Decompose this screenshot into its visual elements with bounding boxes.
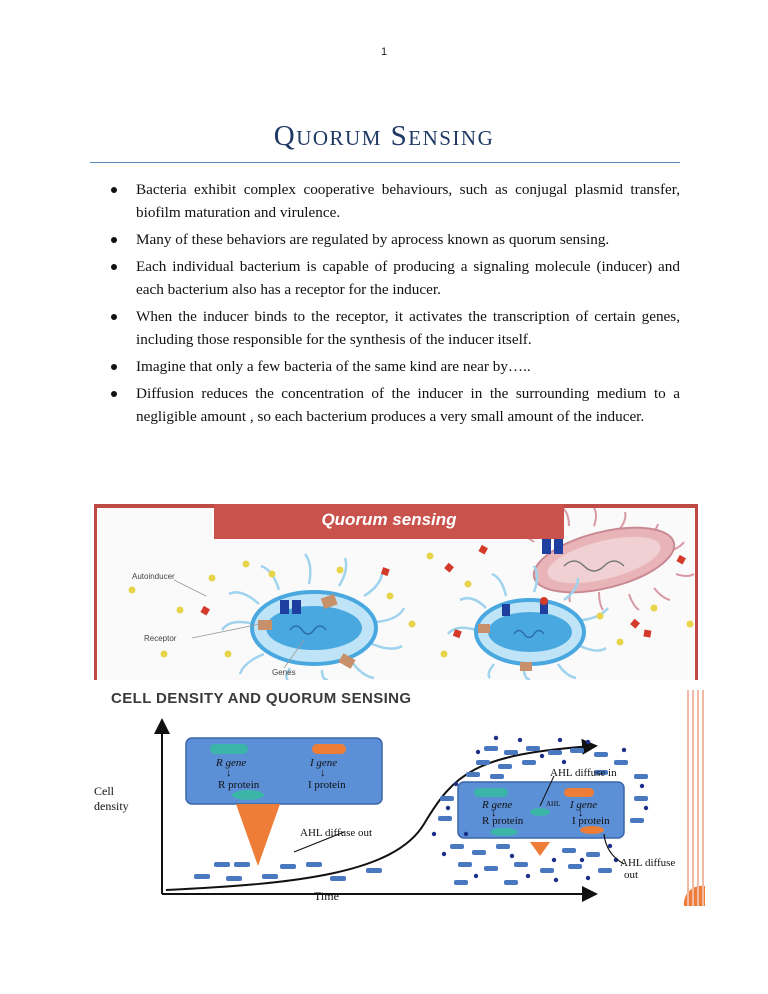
- cell-box: [185, 737, 383, 805]
- autoinducer-dots: [128, 552, 694, 658]
- i-gene-label: I gene: [309, 757, 337, 769]
- ahl-small-label: AHL: [546, 800, 560, 808]
- r-gene-label: R gene: [481, 799, 512, 811]
- ahl-dots: [431, 735, 649, 883]
- receptor-icon: [554, 538, 563, 554]
- genes-label: Genes: [272, 668, 296, 677]
- r-gene-label: R gene: [215, 757, 246, 769]
- diagram-graphics: R gene I gene ↓ ↓ R protein I protein AH…: [154, 718, 705, 906]
- bullet-list: Bacteria exhibit complex cooperative beh…: [107, 178, 680, 432]
- figure-left-border: [94, 504, 97, 680]
- bullet-text: Imagine that only a few bacteria of the …: [136, 358, 531, 375]
- i-gene-label: I gene: [569, 799, 597, 811]
- i-gene-block: [312, 744, 346, 754]
- cell-density-diagram: CELL DENSITY AND QUORUM SENSING Cell den…: [94, 684, 705, 906]
- i-arrow: ↓: [578, 807, 584, 819]
- figure-banner: Quorum sensing: [214, 504, 564, 539]
- bullet-item: Many of these behaviors are regulated by…: [107, 228, 680, 251]
- i-protein-label: I protein: [572, 815, 610, 827]
- title-uorum: UORUM: [296, 126, 382, 150]
- bullet-item: Bacteria exhibit complex cooperative beh…: [107, 178, 680, 224]
- bullet-text: Bacteria exhibit complex cooperative beh…: [136, 181, 680, 221]
- right-blue-bacterium: [447, 565, 609, 680]
- page-title: QUORUM SENSING: [0, 120, 768, 153]
- i-gene-block: [564, 788, 594, 797]
- x-axis-label: Time: [314, 889, 339, 903]
- ahl-diffuse-in-label: AHL diffuse in: [550, 767, 617, 779]
- receptor-icon: [542, 538, 551, 554]
- bullet-text: When the inducer binds to the receptor, …: [136, 308, 680, 348]
- quorum-sensing-illustration: Quorum sensing Autoinducer Receptor Gene…: [94, 504, 698, 680]
- title-underline: [90, 162, 680, 163]
- ahl-out-right-pointer: [603, 833, 625, 865]
- r-protein-label: R protein: [482, 815, 524, 827]
- r-protein-icon: [232, 790, 264, 800]
- i-protein-label: I protein: [308, 779, 346, 791]
- high-density-cell: [457, 781, 625, 856]
- title-q: Q: [273, 120, 297, 152]
- label-pointer-lines: [173, 579, 305, 669]
- high-density-bacteria: [438, 746, 648, 885]
- bullet-dot-icon: [111, 264, 117, 270]
- i-arrow: ↓: [320, 767, 326, 779]
- receptor-label: Receptor: [144, 634, 177, 643]
- r-arrow: ↓: [491, 807, 497, 819]
- ahl-arrow-icon: [236, 804, 280, 866]
- left-blue-bacterium: [220, 553, 406, 680]
- corner-decoration: [683, 885, 705, 906]
- inducer-squares: [200, 544, 686, 639]
- bullet-text: Each individual bacterium is capable of …: [136, 258, 680, 298]
- low-density-cell: [185, 737, 383, 866]
- page-number: 1: [380, 46, 388, 58]
- bullet-dot-icon: [111, 314, 117, 320]
- growth-curve: [165, 738, 598, 891]
- ahl-out-pointer: [293, 831, 345, 853]
- r-gene-block: [210, 744, 248, 754]
- y-label-line2: density: [94, 799, 129, 813]
- bullet-item: When the inducer binds to the receptor, …: [107, 305, 680, 351]
- bullet-item: Diffusion reduces the concentration of t…: [107, 382, 680, 428]
- title-ensing: ENSING: [408, 126, 495, 150]
- ahl-arrow-icon: [530, 842, 550, 856]
- bullet-dot-icon: [111, 364, 117, 370]
- r-gene-block: [474, 788, 508, 797]
- ahl-diffuse-out-left: AHL diffuse out: [300, 827, 372, 839]
- i-protein-icon: [580, 826, 604, 834]
- title-s: S: [390, 120, 409, 152]
- bullet-dot-icon: [111, 237, 117, 243]
- ahl-diffuse-out-right-1: AHL diffuse: [620, 857, 675, 869]
- bullet-text: Many of these behaviors are regulated by…: [136, 231, 610, 248]
- bacteria-illustration: [128, 507, 695, 680]
- bullet-item: Imagine that only a few bacteria of the …: [107, 355, 680, 378]
- low-density-bacteria: [194, 862, 382, 881]
- autoinducer-label: Autoinducer: [132, 572, 175, 581]
- ahl-in-pointer: [539, 775, 555, 807]
- y-axis-label: Cell density: [94, 784, 129, 814]
- bullet-item: Each individual bacterium is capable of …: [107, 255, 680, 301]
- r-protein-icon: [490, 828, 518, 836]
- r-arrow: ↓: [226, 767, 232, 779]
- bullet-text: Diffusion reduces the concentration of t…: [136, 385, 680, 425]
- decorative-side-lines: [687, 690, 705, 906]
- y-label-line1: Cell: [94, 784, 114, 798]
- ahl-complex-icon: [530, 808, 550, 816]
- r-protein-label: R protein: [218, 779, 260, 791]
- diagram-title: CELL DENSITY AND QUORUM SENSING: [111, 690, 412, 707]
- bullet-dot-icon: [111, 187, 117, 193]
- bullet-dot-icon: [111, 391, 117, 397]
- ahl-diffuse-out-right-2: out: [624, 869, 638, 881]
- figure-right-border: [695, 504, 698, 680]
- pink-bacterium: [515, 507, 695, 611]
